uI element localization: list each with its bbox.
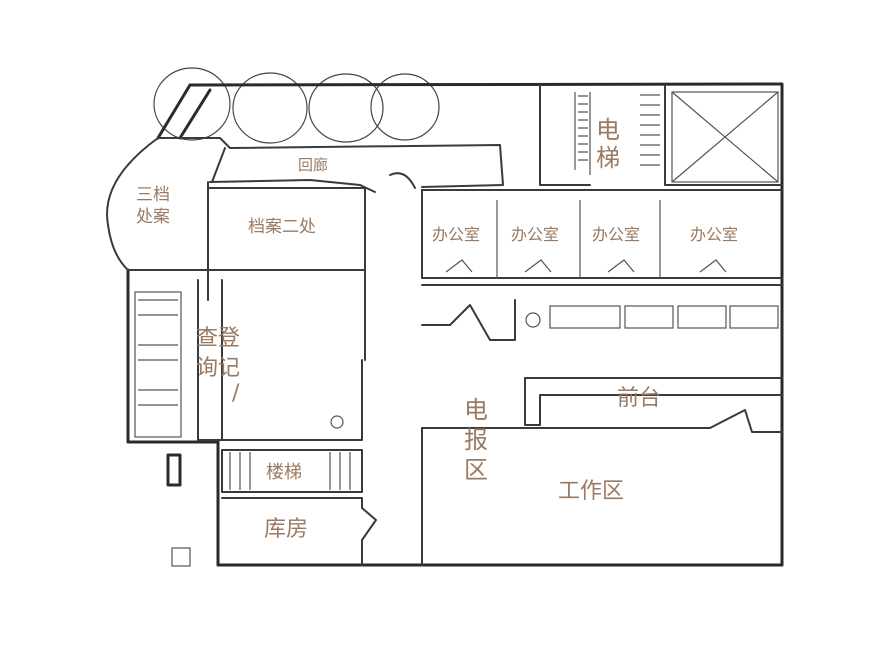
reception-desk bbox=[524, 377, 783, 426]
storage-room bbox=[171, 497, 377, 567]
label-inquiry-b: 询记 bbox=[196, 356, 240, 381]
stairs bbox=[166, 449, 363, 493]
label-archive-two: 档案二处 bbox=[248, 217, 316, 237]
tree-row bbox=[153, 67, 440, 144]
archive-room-two bbox=[207, 187, 366, 361]
label-telegraph-a: 电 bbox=[464, 396, 488, 424]
label-inquiry-a: 查登 bbox=[196, 326, 240, 351]
elevator-block bbox=[539, 84, 783, 186]
inquiry-counter bbox=[134, 279, 363, 441]
work-area bbox=[421, 409, 783, 566]
label-archive-three-a: 三档 bbox=[136, 185, 170, 205]
label-office-4: 办公室 bbox=[690, 225, 738, 244]
office-row bbox=[421, 189, 783, 279]
label-telegraph-c: 区 bbox=[464, 456, 488, 484]
label-office-3: 办公室 bbox=[592, 225, 640, 244]
label-archive-three-b: 处案 bbox=[136, 207, 170, 227]
label-inquiry-slash: / bbox=[232, 381, 240, 406]
lobby-partitions bbox=[421, 284, 783, 341]
outer-walls bbox=[126, 82, 784, 567]
label-work-area: 工作区 bbox=[558, 479, 624, 504]
label-office-2: 办公室 bbox=[511, 225, 559, 244]
corridor-walls bbox=[157, 137, 504, 193]
archive-room-three bbox=[106, 137, 209, 271]
label-office-1: 办公室 bbox=[432, 225, 480, 244]
label-telegraph-b: 报 bbox=[464, 426, 488, 454]
label-reception: 前台 bbox=[617, 386, 661, 411]
label-elevator-b: 梯 bbox=[596, 144, 620, 172]
label-stairs: 楼梯 bbox=[266, 462, 302, 483]
label-storage: 库房 bbox=[264, 517, 308, 542]
label-elevator-a: 电 bbox=[596, 116, 620, 144]
label-corridor: 回廊 bbox=[298, 156, 328, 174]
